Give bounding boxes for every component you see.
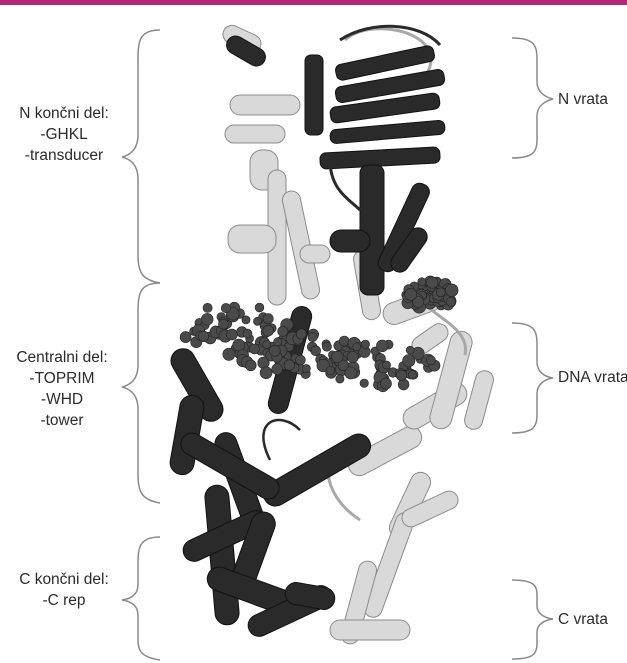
label-dna-gate: DNA vrata	[558, 367, 627, 388]
dna-sphere	[198, 331, 209, 342]
dna-sphere	[446, 297, 455, 306]
brace-c-gate	[512, 580, 553, 659]
dark-helix	[360, 165, 384, 295]
light-helix	[225, 125, 285, 143]
label-line: Centralni del:	[0, 347, 132, 368]
dna-sphere	[408, 371, 416, 379]
dna-sphere	[249, 344, 259, 354]
dna-sphere	[226, 329, 237, 340]
dna-sphere	[278, 326, 288, 336]
dna-sphere	[245, 360, 256, 371]
label-line: -tower	[0, 410, 132, 431]
light-helix	[330, 620, 410, 640]
dna-sphere	[263, 340, 271, 348]
label-n-gate: N vrata	[558, 89, 608, 110]
dna-sphere	[272, 364, 283, 375]
dna-sphere	[322, 342, 331, 351]
dark-helix	[330, 230, 370, 252]
dna-sphere	[345, 367, 357, 379]
label-c-terminal-domain: C končni del: -C rep	[0, 569, 134, 611]
label-line: -GHKL	[0, 124, 134, 145]
dna-sphere	[405, 288, 417, 300]
dna-sphere	[180, 332, 191, 343]
dna-sphere	[274, 338, 282, 346]
dna-sphere	[361, 340, 369, 348]
dna-sphere	[427, 277, 438, 288]
label-line: -C rep	[0, 590, 134, 611]
dna-sphere	[308, 332, 317, 341]
dna-sphere	[296, 329, 306, 339]
dark-helix	[305, 55, 323, 135]
dna-sphere	[221, 303, 230, 312]
label-central-domain: Centralni del: -TOPRIM -WHD -tower	[0, 347, 132, 431]
dna-sphere	[311, 346, 321, 356]
dna-sphere	[201, 313, 213, 325]
dna-sphere	[396, 370, 407, 381]
light-helix	[463, 369, 496, 432]
dna-sphere	[445, 284, 458, 297]
dna-sphere	[382, 361, 390, 369]
light-helix	[228, 225, 276, 253]
dna-sphere	[296, 355, 306, 365]
dna-sphere	[255, 303, 264, 312]
dna-sphere	[223, 348, 235, 360]
light-helix	[300, 245, 330, 263]
dna-sphere	[403, 355, 415, 367]
dna-sphere	[203, 303, 212, 312]
dna-sphere	[347, 352, 358, 363]
dna-sphere	[243, 329, 252, 338]
dna-sphere	[332, 351, 343, 362]
label-line: -TOPRIM	[0, 368, 132, 389]
dna-sphere	[242, 316, 250, 324]
label-line: N končni del:	[0, 103, 134, 124]
dna-sphere	[263, 325, 274, 336]
dna-sphere	[406, 346, 414, 354]
dna-sphere	[253, 317, 261, 325]
label-n-terminal-domain: N končni del: -GHKL -transducer	[0, 103, 134, 166]
dna-sphere	[376, 340, 388, 352]
dna-sphere	[426, 356, 435, 365]
dna-sphere	[436, 288, 445, 297]
brace-dna-gate	[512, 323, 553, 433]
label-c-gate: C vrata	[558, 609, 608, 630]
dna-sphere	[302, 364, 310, 372]
dna-sphere	[336, 375, 344, 383]
brace-n-gate	[512, 38, 553, 158]
dna-sphere	[353, 343, 361, 351]
dna-sphere	[360, 379, 368, 387]
dna-sphere	[269, 345, 280, 356]
light-helix	[230, 95, 300, 115]
dna-sphere	[381, 378, 392, 389]
dna-sphere	[284, 360, 295, 371]
dna-sphere	[260, 367, 272, 379]
label-line: -transducer	[0, 145, 134, 166]
label-line: C končni del:	[0, 569, 134, 590]
dna-sphere	[263, 314, 273, 324]
dark-helix	[330, 120, 446, 144]
dark-loop	[263, 420, 300, 460]
dna-sphere	[326, 366, 335, 375]
dna-sphere	[219, 319, 229, 329]
label-line: -WHD	[0, 389, 132, 410]
dna-sphere	[418, 278, 426, 286]
